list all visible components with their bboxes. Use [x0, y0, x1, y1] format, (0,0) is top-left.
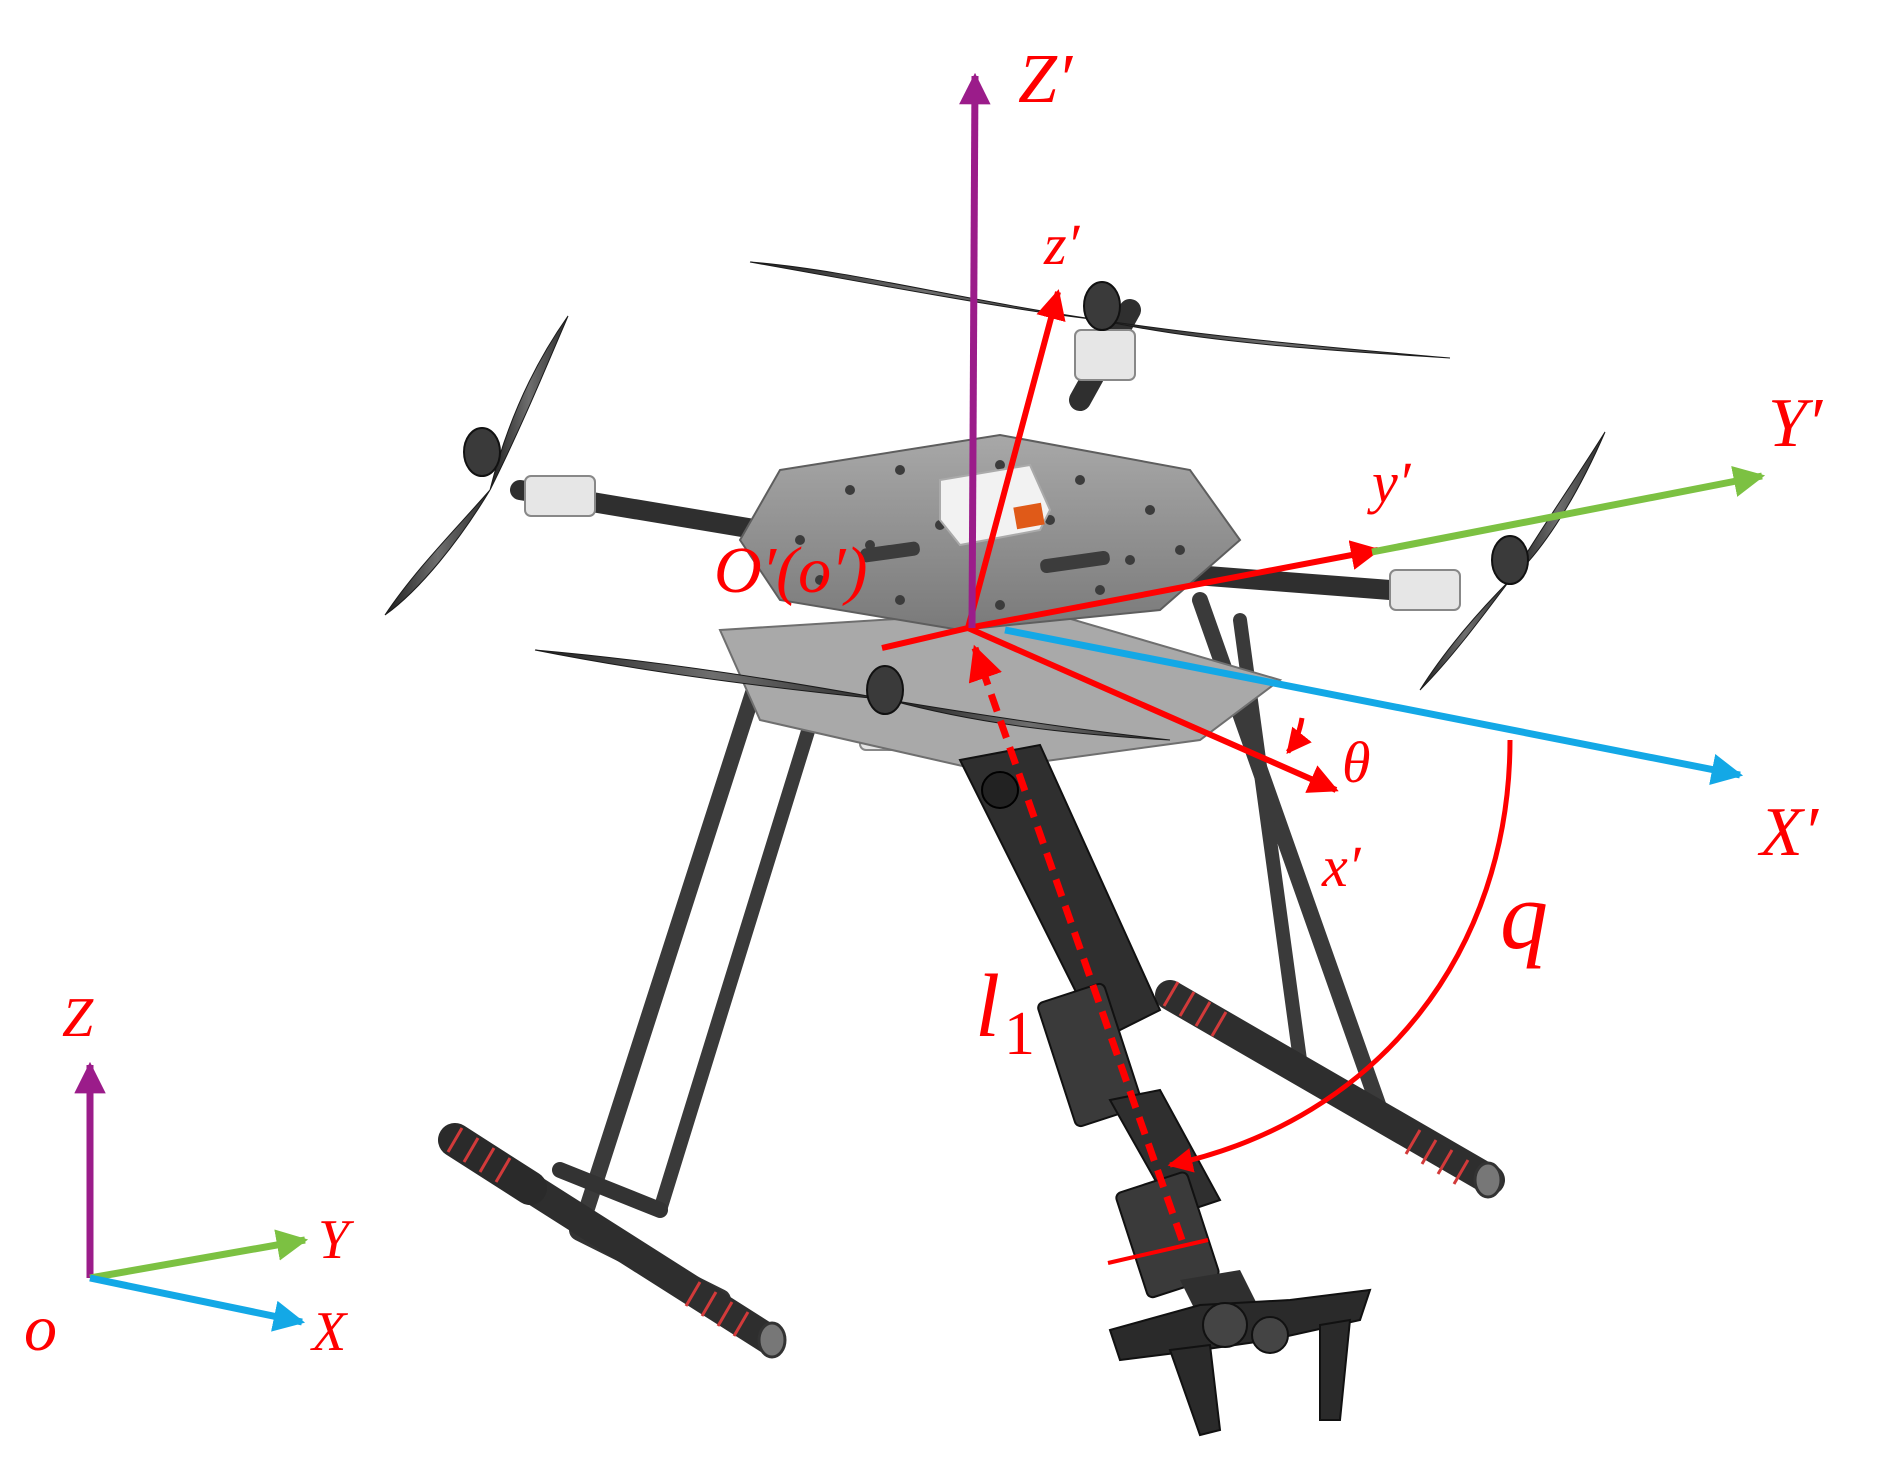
- label-z-prime: z′: [1043, 212, 1081, 277]
- propellers: [384, 261, 1606, 741]
- gripper: [1108, 1288, 1372, 1437]
- label-origin-prime: O′(o′): [714, 534, 868, 607]
- drone-illustration: [384, 261, 1606, 1437]
- arm-end-tick: [1107, 1238, 1209, 1265]
- y-prime-axis: [967, 540, 1381, 631]
- motor-caps: [463, 281, 1529, 715]
- theta-arc: [1286, 717, 1312, 754]
- world-aligned-axes: [959, 72, 1766, 785]
- l1-arm-link: [968, 644, 1186, 1242]
- label-theta: θ: [1342, 730, 1371, 795]
- inertial-frame: Z Y X o: [24, 987, 355, 1365]
- label-l: l1: [975, 957, 1035, 1068]
- label-q: q: [1500, 862, 1548, 969]
- label-Z: Z: [62, 987, 94, 1049]
- flight-controller: [939, 463, 1052, 547]
- landing-leg-left: [552, 632, 837, 1311]
- q-arc: [1167, 739, 1513, 1173]
- arm-pivot: [981, 771, 1019, 809]
- inertial-X-axis: [89, 1274, 306, 1332]
- axis-labels: Z′ z′ Y′ y′ X′ x′ O′(o′) θ q l1: [714, 41, 1824, 1068]
- angle-arcs: [1167, 717, 1513, 1173]
- label-Y-prime: Y′: [1768, 385, 1824, 462]
- label-Y: Y: [318, 1209, 355, 1271]
- label-X-prime: X′: [1757, 794, 1820, 871]
- label-x-prime: x′: [1321, 834, 1362, 899]
- back-axis: [881, 625, 969, 651]
- label-Z-prime: Z′: [1018, 41, 1074, 118]
- landing-skid-left: [438, 1123, 787, 1359]
- x-prime-axis: [966, 625, 1339, 793]
- Y-prime-axis: [1371, 465, 1766, 556]
- inertial-Y-axis: [89, 1229, 309, 1282]
- z-prime-axis: [965, 289, 1066, 629]
- label-X: X: [310, 1301, 349, 1363]
- landing-skid-right: [1155, 980, 1505, 1199]
- body-frame-axes: [881, 289, 1381, 1265]
- X-prime-axis: [1004, 626, 1744, 785]
- Z-prime-axis: [959, 72, 991, 629]
- label-o: o: [24, 1292, 57, 1365]
- label-y-prime: y′: [1367, 450, 1412, 515]
